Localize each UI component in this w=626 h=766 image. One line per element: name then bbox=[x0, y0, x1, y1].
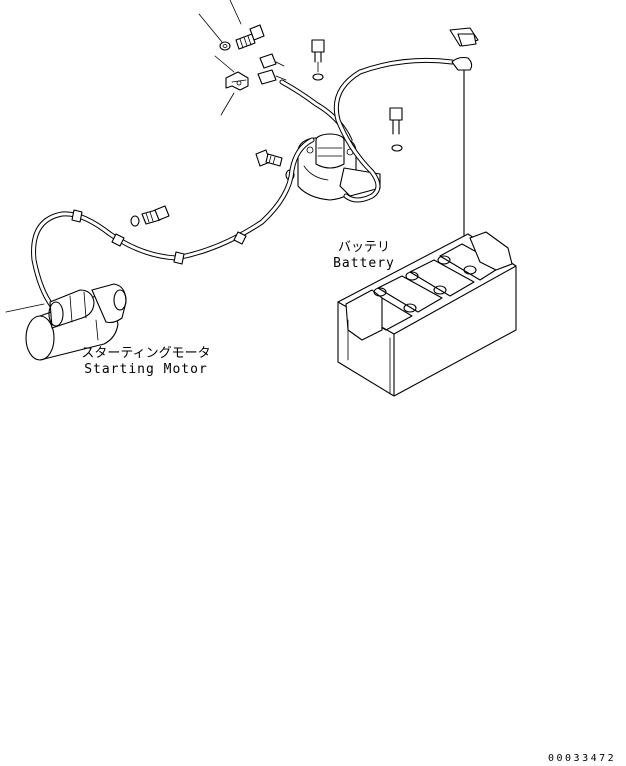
starting-motor bbox=[25, 283, 127, 361]
drawing-number: 00033472 bbox=[548, 753, 617, 764]
starting-motor-label-en: Starting Motor bbox=[84, 362, 208, 377]
battery bbox=[337, 231, 517, 397]
bolt-top-left bbox=[235, 24, 265, 50]
battery-relay bbox=[297, 133, 381, 201]
clamp-top-left bbox=[225, 71, 249, 91]
connector-top-1 bbox=[257, 53, 287, 85]
starting-motor-label-jp: スターティングモータ bbox=[81, 346, 211, 361]
bolt-relay-left bbox=[255, 149, 295, 181]
battery-label-en: Battery bbox=[333, 256, 395, 271]
cable-main bbox=[31, 137, 315, 309]
terminal-connector bbox=[449, 27, 479, 239]
cable-clips bbox=[71, 209, 247, 265]
bolt-left-center bbox=[130, 205, 170, 227]
bolt-center-top bbox=[311, 39, 325, 81]
battery-label-jp: バッテリ bbox=[337, 240, 390, 255]
leader-lines bbox=[5, 0, 242, 313]
bolt-relay-right bbox=[389, 107, 403, 152]
washer-top-left bbox=[219, 41, 231, 51]
cable-battery bbox=[333, 57, 455, 203]
